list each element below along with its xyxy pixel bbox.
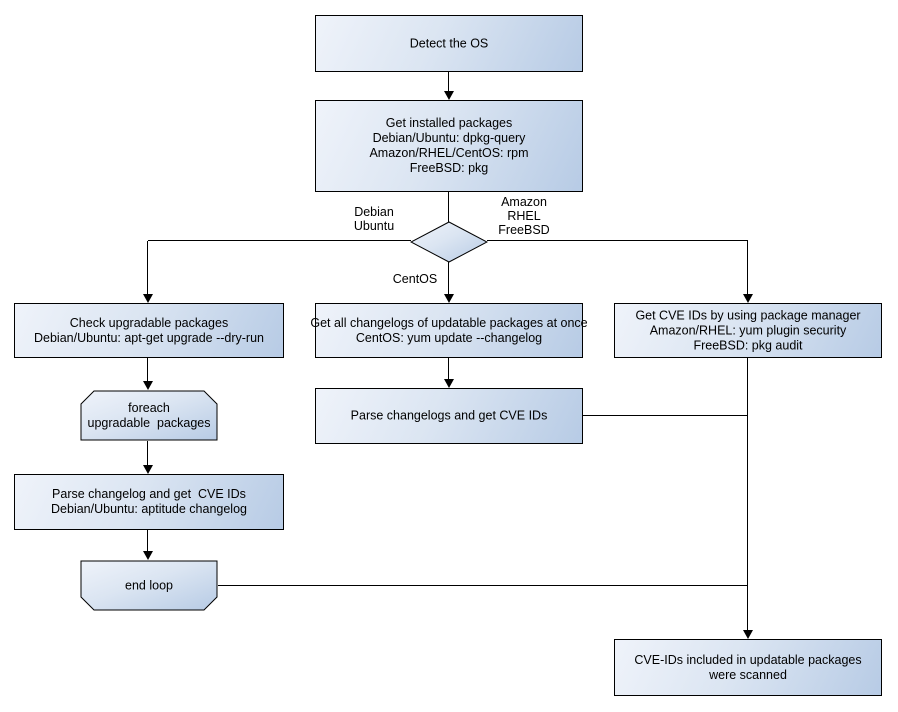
arrowhead-icon (444, 379, 454, 388)
node-foreach-loop: foreach upgradable packages (80, 390, 218, 441)
edge-foreach-to-parse (147, 441, 148, 465)
arrowhead-icon (743, 294, 753, 303)
edge-changelogs-to-parse (448, 358, 449, 379)
edge-label-centos: CentOS (392, 272, 438, 286)
edge-decision-right-vertical (747, 241, 748, 294)
node-get-cve-ids-package-manager: Get CVE IDs by using package manager Ama… (614, 303, 882, 358)
node-end-loop-label: end loop (125, 578, 173, 592)
node-os-decision-diamond (410, 221, 488, 263)
edge-decision-left-vertical (147, 241, 148, 294)
edge-check-to-foreach (147, 358, 148, 381)
node-detect-os-label: Detect the OS (409, 36, 489, 50)
loop-begin-shape-icon (80, 390, 218, 441)
arrowhead-icon (143, 294, 153, 303)
node-check-upgradable-packages: Check upgradable packages Debian/Ubuntu:… (14, 303, 284, 358)
node-get-all-changelogs-label: Get all changelogs of updatable packages… (310, 315, 588, 345)
arrowhead-icon (143, 551, 153, 560)
diamond-shape-icon (410, 221, 488, 263)
node-get-all-changelogs: Get all changelogs of updatable packages… (310, 303, 588, 358)
node-result-scanned: CVE-IDs included in updatable packages w… (614, 639, 882, 696)
node-result-scanned-label: CVE-IDs included in updatable packages w… (634, 652, 862, 682)
arrowhead-icon (444, 294, 454, 303)
node-foreach-loop-label: foreach upgradable packages (87, 400, 211, 430)
node-get-installed-packages-label: Get installed packages Debian/Ubuntu: dp… (369, 116, 529, 175)
arrowhead-icon (743, 630, 753, 639)
arrowhead-icon (444, 91, 454, 100)
node-parse-changelogs-centos: Parse changelogs and get CVE IDs (315, 388, 583, 444)
edge-decision-right-horizontal (487, 240, 748, 241)
node-check-upgradable-packages-label: Check upgradable packages Debian/Ubuntu:… (34, 315, 264, 345)
node-parse-changelogs-centos-label: Parse changelogs and get CVE IDs (350, 408, 548, 423)
edge-label-debian-ubuntu: Debian Ubuntu (353, 205, 395, 233)
edge-installed-to-decision (448, 192, 449, 222)
node-parse-changelog-debian: Parse changelog and get CVE IDs Debian/U… (14, 474, 284, 530)
arrowhead-icon (143, 381, 153, 390)
edge-parse-to-endloop (147, 530, 148, 551)
node-end-loop: end loop (80, 560, 218, 611)
node-detect-os: Detect the OS (315, 15, 583, 72)
loop-end-shape-icon (80, 560, 218, 611)
node-get-cve-ids-package-manager-label: Get CVE IDs by using package manager Ama… (635, 308, 861, 352)
edge-detect-to-installed (448, 72, 449, 91)
edge-endloop-to-merge (218, 585, 748, 586)
edge-label-amazon-rhel-freebsd: Amazon RHEL FreeBSD (498, 195, 550, 237)
edge-parse-centos-to-merge (583, 415, 748, 416)
edge-merge-to-result (747, 358, 748, 630)
node-get-installed-packages: Get installed packages Debian/Ubuntu: dp… (315, 100, 583, 192)
node-parse-changelog-debian-label: Parse changelog and get CVE IDs Debian/U… (51, 487, 247, 516)
arrowhead-icon (143, 465, 153, 474)
edge-decision-left-horizontal (148, 240, 411, 241)
edge-decision-centos (448, 262, 449, 294)
